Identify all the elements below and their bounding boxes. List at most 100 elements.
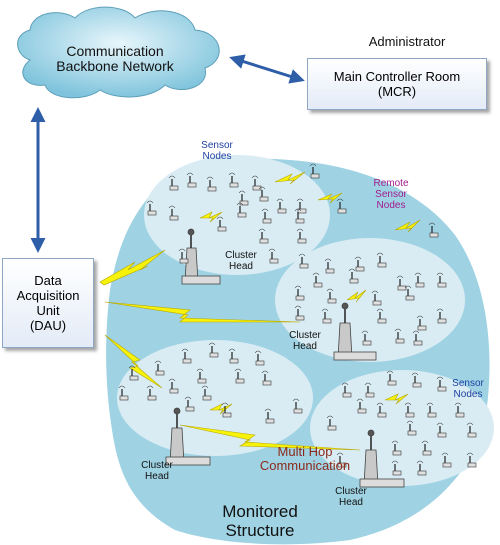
sensor-nodes-right-line-2: Nodes: [453, 389, 483, 400]
sensor-node-icon: [276, 198, 287, 214]
sensor-node-icon: [216, 216, 227, 232]
cluster-head-label-right: Cluster Head: [280, 330, 330, 352]
lightning-sensor-2: [199, 211, 223, 223]
cluster-head-right-line-1: Cluster: [289, 330, 321, 341]
mcr-line-2: (MCR): [377, 84, 417, 99]
sensor-node-icon: [186, 172, 197, 188]
sensor-node-icon: [261, 370, 272, 386]
multi-hop-line-2: Communication: [259, 458, 351, 474]
dau-line-4: (DAU): [29, 318, 67, 333]
sensor-nodes-top-line-1: Sensor: [201, 140, 233, 151]
sensor-node-icon: [326, 415, 337, 431]
cluster-head-tower-right: [333, 302, 377, 361]
cluster-head-label-top: Cluster Head: [216, 250, 266, 272]
cluster-region-bottom-right: [310, 370, 494, 486]
backbone-network-label: Communication Backbone Network: [40, 43, 190, 75]
remote-line-3: Nodes: [376, 200, 406, 211]
sensor-node-icon: [321, 308, 332, 324]
sensor-node-icon: [228, 172, 239, 188]
sensor-node-icon: [404, 285, 415, 301]
main-controller-room-box: Main Controller Room (MCR): [307, 58, 487, 110]
sensor-node-icon: [228, 348, 239, 364]
sensor-node-icon: [361, 330, 372, 346]
cluster-head-left-line-2: Head: [145, 471, 169, 482]
sensor-node-icon: [264, 408, 275, 424]
sensor-node-icon: [168, 205, 179, 221]
sensor-nodes-label-top: Sensor Nodes: [192, 140, 242, 162]
sensor-node-icon: [118, 385, 129, 401]
sensor-node-icon: [146, 200, 157, 216]
sensor-node-icon: [268, 248, 279, 264]
lightning-sensor-4: [394, 219, 421, 233]
sensor-node-icon: [441, 452, 452, 468]
lightning-sensor-6: [209, 403, 233, 415]
sensor-node-icon: [466, 422, 477, 438]
sensor-node-icon: [154, 360, 165, 376]
cluster-head-label-bottom-right: Cluster Head: [326, 486, 376, 508]
sensor-node-icon: [412, 330, 423, 346]
cluster-head-bottom-line-1: Cluster: [335, 486, 367, 497]
cluster-head-right-line-2: Head: [293, 341, 317, 352]
sensor-node-icon: [168, 378, 179, 394]
arrow-cloud-mcr: [229, 54, 305, 84]
multi-hop-line-1: Multi Hop: [277, 444, 333, 459]
lightning-dau-right: [104, 301, 301, 323]
sensor-nodes-label-right: Sensor Nodes: [443, 378, 493, 400]
sensor-node-icon: [258, 186, 269, 202]
data-acquisition-unit-box: Data Acquisition Unit (DAU): [2, 258, 94, 348]
sensor-node-icon: [371, 290, 382, 306]
lightning-dau-left: [104, 334, 163, 389]
sensor-node-icon: [128, 365, 139, 381]
dau-line-2: Acquisition: [16, 288, 80, 303]
sensor-node-icon: [168, 175, 179, 191]
cluster-head-top-line-2: Head: [229, 261, 253, 272]
cluster-region-right: [275, 238, 465, 362]
sensor-node-icon: [354, 256, 365, 272]
sensor-node-icon: [356, 398, 367, 414]
lightning-sensor-7: [384, 393, 409, 405]
cluster-head-tower-bottom-right: [359, 429, 405, 488]
cluster-head-bottom-line-2: Head: [339, 497, 363, 508]
sensor-node-icon: [386, 370, 397, 386]
sensor-node-icon: [341, 382, 352, 398]
lightning-sensor-3: [317, 192, 343, 204]
sensor-node-icon: [236, 202, 247, 218]
sensor-node-icon: [251, 175, 262, 191]
sensor-nodes-top-line-2: Nodes: [202, 151, 232, 162]
sensor-node-icon: [234, 368, 245, 384]
sensor-node-icon: [178, 248, 189, 264]
sensor-node-icon: [292, 398, 303, 414]
sensor-node-icon: [416, 460, 427, 476]
sensor-node-icon: [201, 385, 212, 401]
sensor-node-icon: [296, 198, 307, 214]
sensor-node-icon: [181, 348, 192, 364]
sensor-nodes: [118, 163, 477, 476]
sensor-node-icon: [206, 176, 217, 192]
lightning-multihop: [179, 424, 361, 451]
sensor-node-icon: [391, 460, 402, 476]
backbone-line-1: Communication: [66, 43, 164, 59]
wireless-links: [99, 171, 421, 451]
lightning-sensor-1: [274, 171, 306, 185]
sensor-node-icon: [184, 396, 195, 412]
sensor-node-icon: [396, 275, 407, 291]
sensor-node-icon: [336, 452, 347, 468]
remote-line-2: Sensor: [375, 189, 407, 200]
cluster-region-left: [117, 340, 313, 456]
sensor-node-icon: [406, 420, 417, 436]
sensor-node-icon: [436, 422, 447, 438]
cluster-head-top-line-1: Cluster: [225, 250, 257, 261]
remote-sensor-nodes-label: Remote Sensor Nodes: [366, 178, 416, 211]
sensor-node-icon: [428, 222, 439, 238]
sensor-node-icon: [436, 308, 447, 324]
sensor-node-icon: [298, 253, 309, 269]
sensor-node-icon: [436, 272, 447, 288]
sensor-node-icon: [294, 285, 305, 301]
lightning-dau-top: [99, 249, 166, 286]
mcr-line-1: Main Controller Room: [333, 69, 461, 84]
sensor-node-icon: [294, 208, 305, 224]
sensor-node-icon: [394, 328, 405, 344]
sensor-node-icon: [414, 272, 425, 288]
